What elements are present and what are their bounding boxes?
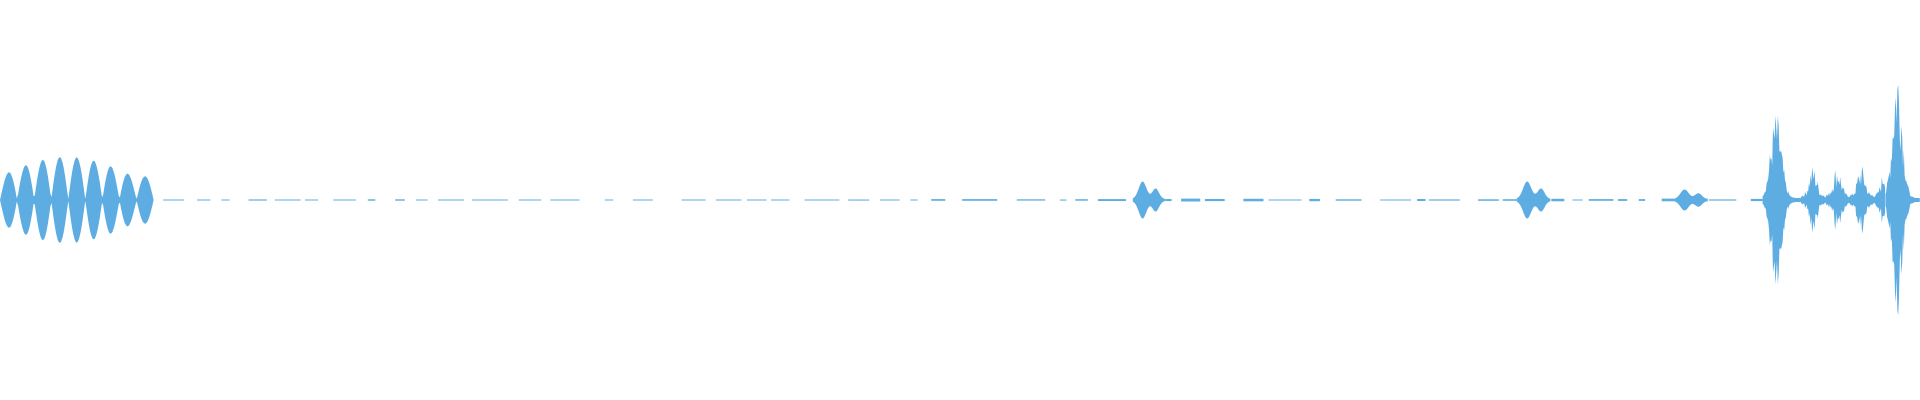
waveform-segment — [771, 199, 790, 201]
waveform-segment — [1380, 199, 1412, 201]
waveform-blip — [1674, 189, 1708, 211]
waveform-segment — [395, 199, 405, 201]
waveform-segment — [910, 199, 918, 201]
waveform-segment — [1417, 199, 1426, 201]
waveform-segment — [1638, 199, 1646, 201]
waveform-segment — [1016, 199, 1046, 201]
waveform-segment — [1588, 199, 1614, 201]
waveform-segment — [518, 199, 542, 201]
waveform-segment — [1617, 199, 1628, 201]
waveform-segment — [221, 199, 230, 201]
waveform-segment — [804, 199, 840, 201]
waveform-segment — [931, 199, 946, 201]
waveform-segment — [163, 199, 184, 201]
waveform-blip — [1132, 181, 1166, 219]
waveform-segment — [1502, 199, 1517, 201]
waveform-segment — [1181, 198, 1201, 202]
waveform-segment — [962, 199, 998, 201]
waveform-burst — [0, 157, 154, 243]
waveform-spike — [1762, 115, 1801, 285]
waveform-segment — [1243, 198, 1264, 202]
waveform-segment — [1165, 199, 1172, 202]
waveform-segment — [438, 199, 465, 201]
waveform-segment — [1268, 199, 1302, 201]
waveform-segment — [415, 199, 428, 201]
waveform-segment — [1478, 199, 1499, 201]
waveform-segment — [632, 199, 653, 201]
waveform-segment — [1097, 199, 1126, 201]
waveform-segment — [550, 199, 580, 201]
waveform-segment — [880, 199, 900, 201]
waveform-segment — [715, 199, 742, 201]
waveform-segment — [367, 199, 376, 201]
waveform-segment — [274, 199, 301, 201]
waveform-segment — [1708, 199, 1737, 201]
waveform-segment — [848, 199, 870, 201]
waveform-segment — [1309, 198, 1320, 202]
waveform-segment — [1075, 199, 1088, 201]
waveform-segment — [1205, 199, 1225, 202]
waveform-segment — [747, 199, 767, 201]
waveform-blip — [1516, 181, 1551, 219]
waveform-segment — [1059, 199, 1067, 201]
waveform-spike — [1885, 84, 1920, 316]
waveform-segment — [1572, 199, 1583, 201]
waveform-segment — [1661, 198, 1675, 202]
waveform-segment — [248, 199, 267, 201]
waveform-segment — [1750, 198, 1763, 202]
waveform-noise — [1801, 166, 1885, 234]
waveform-segment — [681, 199, 706, 201]
waveform-segment — [604, 199, 614, 201]
waveform-segment — [472, 199, 508, 201]
waveform-segment — [333, 199, 356, 201]
waveform-segment — [1551, 198, 1565, 202]
waveform-segment — [197, 199, 211, 201]
waveform-segment — [1335, 199, 1362, 201]
waveform-segment — [305, 199, 319, 201]
waveform-segment — [1428, 199, 1460, 201]
